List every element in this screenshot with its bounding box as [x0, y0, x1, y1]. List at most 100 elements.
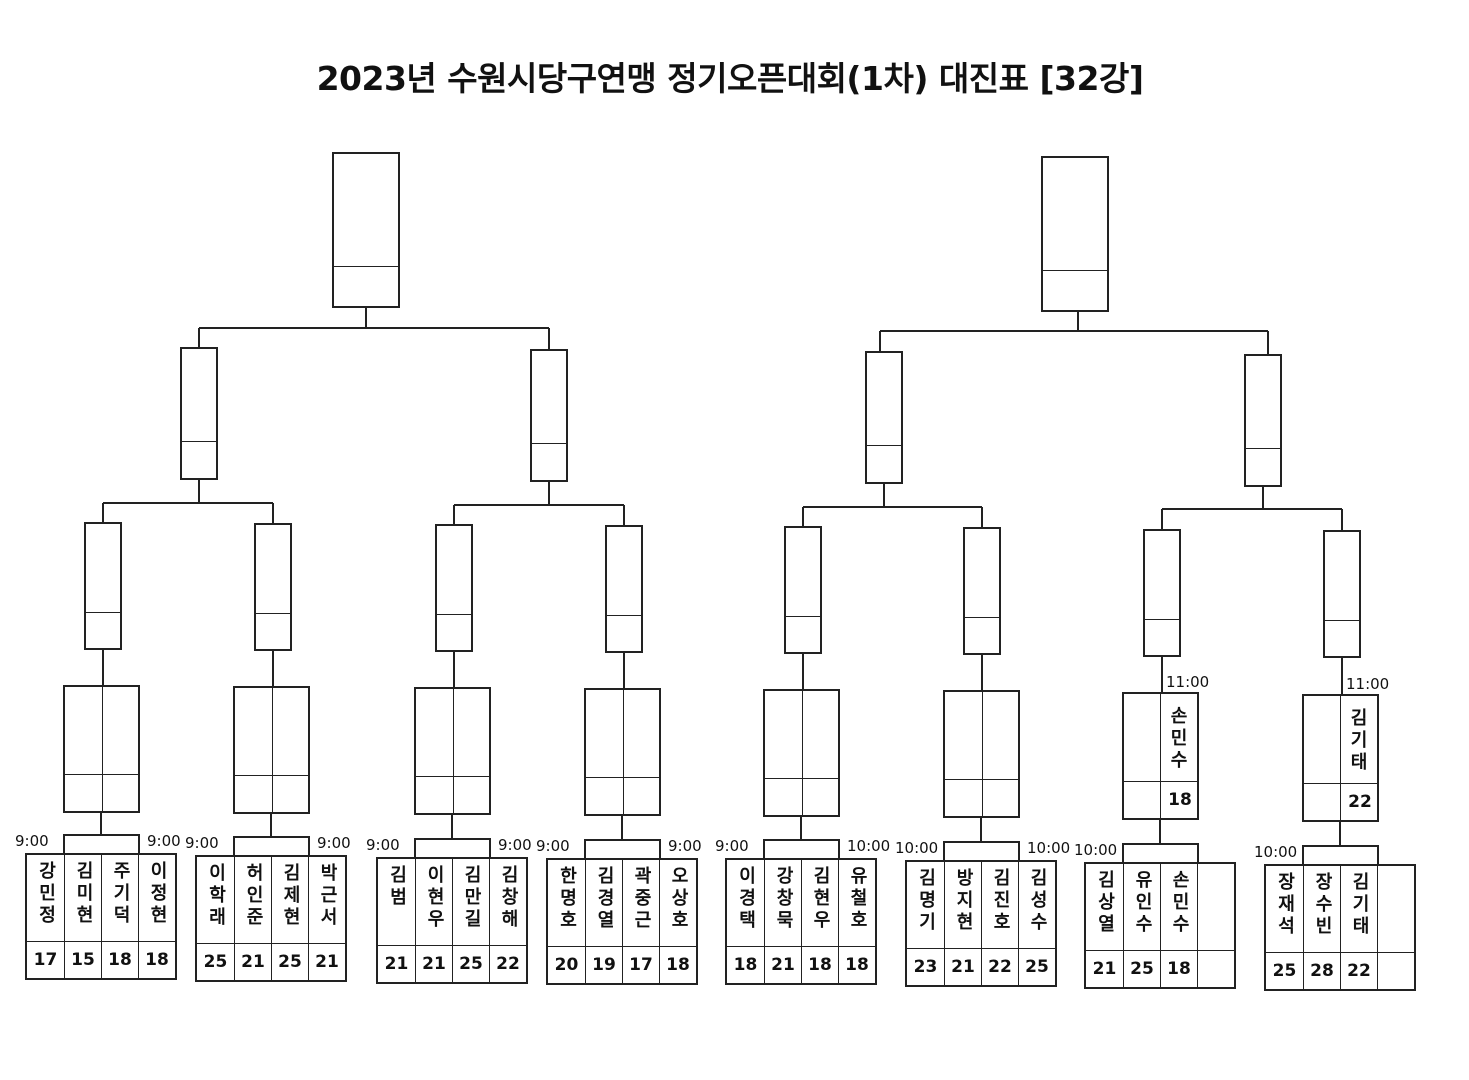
- player-score: 17: [623, 946, 659, 983]
- semifinal-box: [530, 349, 568, 482]
- semifinal-box: [865, 351, 903, 484]
- round16-box: [414, 687, 491, 815]
- quarterfinal-box: [1143, 529, 1181, 657]
- player-name: 김명기: [915, 868, 937, 934]
- player-name: 김현우: [810, 866, 831, 932]
- advanced-player-score: 22: [1348, 792, 1372, 812]
- box-divider: [965, 617, 999, 618]
- match-header-box: [414, 838, 491, 859]
- final-box: [332, 152, 400, 308]
- match-time-right: 10:00: [847, 837, 891, 855]
- box-split: [1160, 692, 1161, 820]
- advanced-player-name: 김기태: [1347, 708, 1368, 774]
- player-score: 21: [235, 943, 271, 980]
- match-time-left: 10:00: [1254, 843, 1298, 861]
- player-score: 21: [378, 945, 415, 982]
- player-score: [1198, 950, 1234, 987]
- match-time-right: 9:00: [147, 832, 181, 850]
- player-name: 주기덕: [110, 861, 131, 927]
- match-time-right: 9:00: [498, 836, 532, 854]
- match-time-right: 9:00: [317, 834, 351, 852]
- player-score: 25: [197, 943, 234, 980]
- player-name: 김제현: [280, 863, 301, 929]
- box-split: [452, 689, 454, 813]
- player-score: 22: [982, 948, 1018, 985]
- match-time-left: 9:00: [366, 836, 400, 854]
- advanced-player-score: 18: [1168, 790, 1192, 810]
- player-score: [1378, 952, 1414, 989]
- player-cell: [1377, 866, 1414, 989]
- player-score: 28: [1304, 952, 1340, 989]
- quarterfinal-box: [784, 526, 822, 654]
- player-cell: 김제현 25: [271, 857, 308, 980]
- player-name: 김진호: [990, 868, 1011, 934]
- player-score: 15: [65, 941, 101, 978]
- player-name: 박근서: [317, 863, 338, 929]
- player-score: 25: [272, 943, 308, 980]
- player-name: 강민정: [35, 861, 57, 927]
- bracket-title: 2023년 수원시당구연맹 정기오픈대회(1차) 대진표 [32강]: [316, 59, 1144, 98]
- quarterfinal-box: [435, 524, 473, 652]
- player-name: 장재석: [1274, 872, 1296, 938]
- player-name: 유철호: [847, 866, 868, 932]
- match-header-box: [1122, 843, 1199, 864]
- box-divider: [607, 615, 641, 616]
- match-time-left: 10:00: [895, 839, 939, 857]
- player-name: 이현우: [424, 865, 445, 931]
- round16-box: [63, 685, 140, 813]
- player-score: 18: [1161, 950, 1197, 987]
- player-name: 유인수: [1132, 870, 1153, 936]
- quarterfinal-box: [84, 522, 122, 650]
- player-score: 18: [802, 946, 838, 983]
- player-cell: 유철호 18: [838, 860, 875, 983]
- player-score: 18: [102, 941, 138, 978]
- player-score: 19: [586, 946, 622, 983]
- quarterfinal-box: [254, 523, 292, 651]
- player-name: 김만길: [461, 865, 482, 931]
- player-score: 22: [1341, 952, 1377, 989]
- player-score: 18: [839, 946, 875, 983]
- final-box: [1041, 156, 1109, 312]
- box-split: [1340, 694, 1341, 822]
- player-name: [1206, 870, 1226, 950]
- match-time-right: 10:00: [1027, 839, 1071, 857]
- player-name: 이경택: [735, 866, 757, 932]
- box-divider: [334, 266, 398, 267]
- player-name: 김창해: [498, 865, 519, 931]
- advanced-match-time: 11:00: [1166, 673, 1210, 691]
- player-name: 강창묵: [773, 866, 794, 932]
- player-name: [1386, 872, 1406, 952]
- player-name: 김경열: [594, 866, 615, 932]
- box-split: [981, 692, 983, 816]
- player-name: 이정현: [147, 861, 168, 927]
- quarterfinal-box: [1323, 530, 1361, 658]
- player-cell: 김현우 18: [801, 860, 838, 983]
- box-split: [622, 690, 624, 814]
- box-divider: [1246, 448, 1280, 449]
- box-split: [801, 691, 803, 815]
- match-time-left: 9:00: [185, 834, 219, 852]
- box-divider: [1145, 619, 1179, 620]
